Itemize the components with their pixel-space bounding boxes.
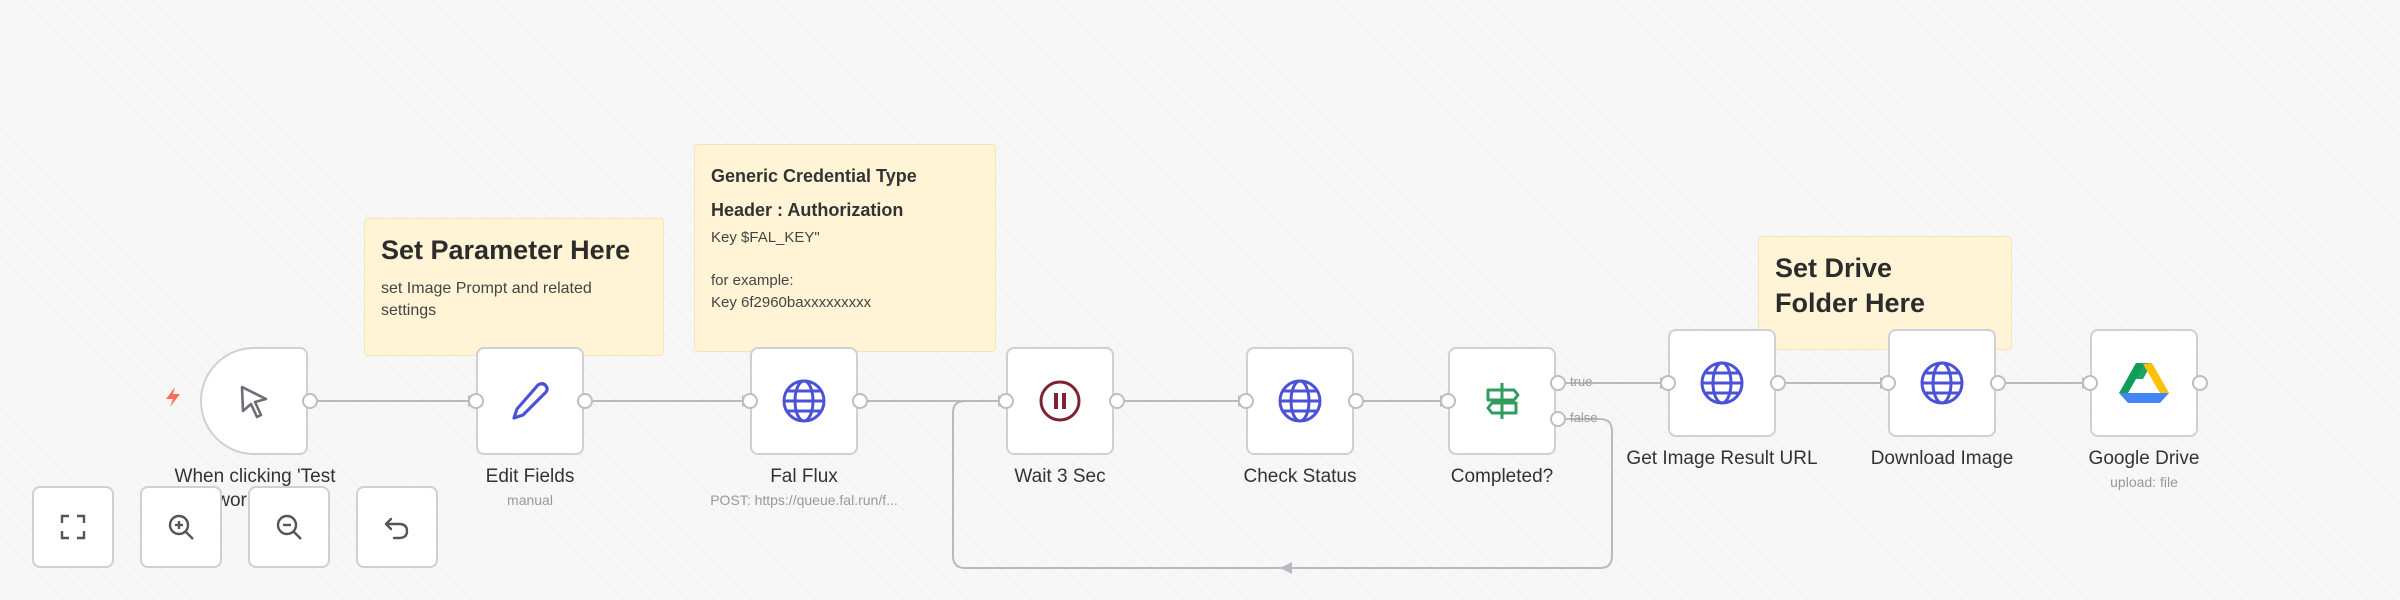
sticky-note-credential[interactable]: Generic Credential Type Header : Authori… bbox=[694, 144, 996, 352]
undo-icon bbox=[384, 517, 409, 540]
sticky-note-line: Key $FAL_KEY" bbox=[711, 229, 820, 247]
undo-button[interactable] bbox=[356, 486, 438, 568]
input-handle[interactable] bbox=[1660, 375, 1676, 391]
arrowhead bbox=[1280, 562, 1292, 574]
input-handle[interactable] bbox=[1238, 393, 1254, 409]
input-handle[interactable] bbox=[1440, 393, 1456, 409]
node-label: Check Status bbox=[1243, 466, 1357, 487]
false-branch-label: false bbox=[1570, 410, 1598, 425]
node-label: Completed? bbox=[1450, 466, 1554, 487]
input-handle[interactable] bbox=[742, 393, 758, 409]
fit-view-icon bbox=[60, 514, 86, 540]
sticky-note-line: Key 6f2960baxxxxxxxxx bbox=[711, 294, 872, 312]
node-label: Wait 3 Sec bbox=[1014, 466, 1106, 487]
node-label: Fal Flux bbox=[770, 466, 838, 487]
output-handle[interactable] bbox=[302, 393, 318, 409]
output-handle[interactable] bbox=[1770, 375, 1786, 391]
output-handle[interactable] bbox=[2192, 375, 2208, 391]
output-handle[interactable] bbox=[1990, 375, 2006, 391]
node-completed[interactable] bbox=[1448, 347, 1556, 455]
sticky-note-set-parameter[interactable]: Set Parameter Here set Image Prompt and … bbox=[364, 218, 664, 356]
sticky-note-line: for example: bbox=[711, 271, 794, 289]
output-handle[interactable] bbox=[577, 393, 593, 409]
sticky-note-line: Header : Authorization bbox=[711, 200, 904, 221]
input-handle[interactable] bbox=[1880, 375, 1896, 391]
sticky-note-line: Generic Credential Type bbox=[711, 166, 917, 186]
output-handle[interactable] bbox=[852, 393, 868, 409]
node-sublabel: manual bbox=[507, 492, 553, 508]
node-fal-flux[interactable] bbox=[750, 347, 858, 455]
node-wait[interactable] bbox=[1006, 347, 1114, 455]
node-check-status[interactable] bbox=[1246, 347, 1354, 455]
output-handle[interactable] bbox=[1348, 393, 1364, 409]
output-handle[interactable] bbox=[1109, 393, 1125, 409]
node-label: Edit Fields bbox=[485, 466, 575, 487]
node-sublabel: POST: https://queue.fal.run/f... bbox=[710, 492, 898, 508]
cursor-icon bbox=[240, 385, 268, 419]
globe-icon bbox=[1920, 361, 1964, 405]
node-sublabel: upload: file bbox=[2110, 474, 2178, 490]
true-output-handle[interactable] bbox=[1550, 375, 1566, 391]
zoom-in-button[interactable] bbox=[140, 486, 222, 568]
signpost-icon bbox=[1486, 383, 1520, 419]
globe-icon bbox=[782, 379, 826, 423]
node-get-image-result[interactable] bbox=[1668, 329, 1776, 437]
sticky-note-drive-folder[interactable]: Set Drive Folder Here bbox=[1758, 236, 2012, 350]
globe-icon bbox=[1700, 361, 1744, 405]
fit-view-button[interactable] bbox=[32, 486, 114, 568]
input-handle[interactable] bbox=[998, 393, 1014, 409]
zoom-out-button[interactable] bbox=[248, 486, 330, 568]
zoom-out-icon bbox=[276, 514, 302, 540]
node-label: Google Drive bbox=[2088, 448, 2200, 469]
trigger-bolt-icon bbox=[166, 387, 180, 407]
sticky-note-title: Set Drive Folder Here bbox=[1775, 253, 1926, 319]
sticky-note-title: Set Parameter Here bbox=[381, 235, 631, 265]
node-label: Get Image Result URL bbox=[1626, 448, 1818, 469]
node-google-drive[interactable] bbox=[2090, 329, 2198, 437]
node-label: Download Image bbox=[1870, 448, 2014, 469]
input-handle[interactable] bbox=[2082, 375, 2098, 391]
node-download-image[interactable] bbox=[1888, 329, 1996, 437]
true-branch-label: true bbox=[1570, 374, 1593, 389]
pause-icon bbox=[1039, 380, 1081, 422]
globe-icon bbox=[1278, 379, 1322, 423]
google-drive-icon bbox=[2119, 363, 2169, 403]
node-trigger[interactable] bbox=[200, 347, 308, 455]
zoom-in-icon bbox=[168, 514, 194, 540]
node-edit-fields[interactable] bbox=[476, 347, 584, 455]
input-handle[interactable] bbox=[468, 393, 484, 409]
false-output-handle[interactable] bbox=[1550, 411, 1566, 427]
sticky-note-body: set Image Prompt and related settings bbox=[381, 280, 592, 320]
pencil-icon bbox=[512, 382, 549, 420]
